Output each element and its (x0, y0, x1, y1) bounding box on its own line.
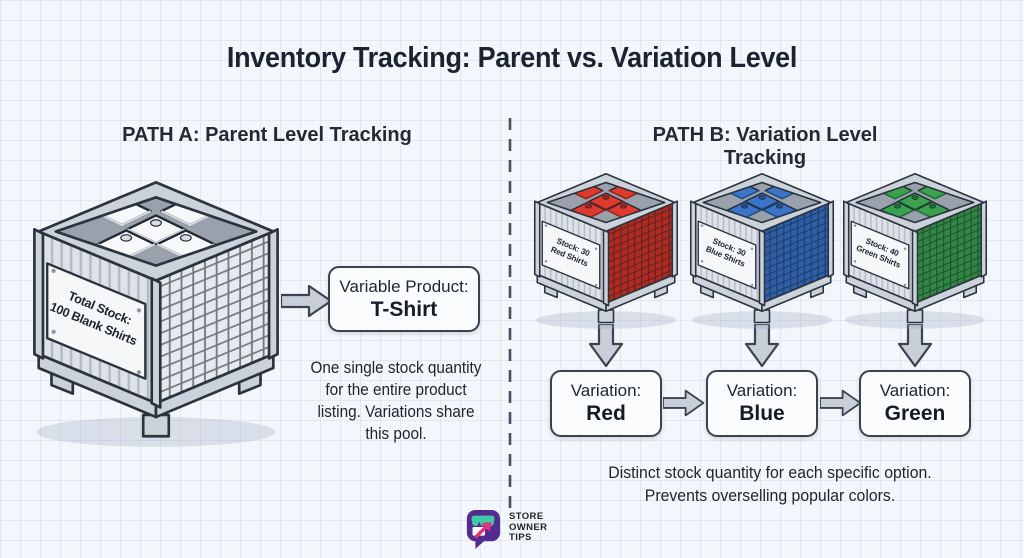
crate-post (150, 277, 162, 409)
folded-shirt (126, 214, 186, 245)
footer-logo: STORE OWNER TIPS (464, 506, 547, 550)
arrow-right-icon (820, 389, 862, 417)
crate-post (533, 200, 541, 278)
description-line: Prevents overselling popular colors. (644, 486, 896, 505)
page-title: Inventory Tracking: Parent vs. Variation… (226, 42, 798, 74)
store-owner-tips-logo-icon (466, 509, 501, 549)
sign-screw (700, 260, 704, 263)
path-a-description: One single stock quantity for the entire… (306, 357, 486, 445)
crate-illustration: Total Stock: 100 Blank Shirts (33, 181, 279, 447)
stock-sign (850, 220, 910, 290)
folded-shirt (588, 192, 624, 211)
crate-rim (37, 181, 275, 282)
variation-box-label: Variation: (879, 381, 951, 400)
sign-screw (544, 260, 548, 263)
description-line: for the entire product (325, 380, 467, 399)
path-b-description: Distinct stock quantity for each specifi… (538, 461, 1003, 507)
crate-post (33, 227, 45, 360)
sign-screw (750, 283, 754, 287)
crate-post (911, 229, 919, 307)
variation-box-green: Variation: Green (859, 370, 971, 437)
arrow-down-icon (588, 324, 624, 368)
variable-product-box: Variable Product: T-Shirt (328, 266, 480, 332)
description-line: this pool. (365, 424, 427, 443)
crate-post (980, 200, 988, 278)
product-box-label: Variable Product: (339, 276, 469, 296)
crate-illustration: Stock: 30 Blue Shirts (689, 172, 835, 329)
variation-box-label: Variation: (726, 381, 798, 400)
arrow-right-icon (281, 284, 333, 318)
sign-screw (853, 260, 857, 263)
footer-logo-text: STORE OWNER TIPS (509, 512, 547, 544)
sign-screw (750, 247, 754, 250)
description-line: Distinct stock quantity for each specifi… (608, 463, 932, 482)
crate-post (602, 229, 610, 307)
description-line: One single stock quantity (310, 358, 482, 377)
logo-text-line: STORE (509, 511, 544, 523)
sign-screw (51, 329, 56, 334)
sign-screw (903, 283, 907, 287)
crate-rim (845, 172, 985, 233)
stock-sign (541, 220, 601, 290)
stock-sign (46, 262, 147, 380)
sign-screw (544, 224, 548, 227)
folded-shirt (744, 192, 780, 211)
crate-illustration: Stock: 40 Green Shirts (842, 172, 988, 329)
crate-illustration: Stock: 30 Red Shirts (533, 172, 679, 329)
stock-sign (697, 220, 757, 290)
variation-box-value: Red (586, 402, 626, 425)
path-a-header: PATH A: Parent Level Tracking (122, 124, 412, 146)
crate-green-stock: Stock: 40 Green Shirts (840, 170, 990, 334)
variation-box-value: Blue (739, 402, 785, 425)
dashed-divider (508, 118, 512, 510)
description-line: listing. Variations share (317, 402, 475, 421)
crate-blue-stock: Stock: 30 Blue Shirts (687, 170, 837, 334)
logo-arrow (474, 525, 488, 539)
crate-parent-stock: Total Stock: 100 Blank Shirts (28, 176, 284, 455)
variation-box-blue: Variation: Blue (706, 370, 818, 437)
crate-post (267, 227, 279, 360)
sign-screw (136, 308, 142, 313)
sign-screw (51, 268, 56, 274)
logo-awning-scallop (472, 519, 479, 527)
sign-screw (700, 224, 704, 227)
arrow-right-icon (663, 389, 705, 417)
crate-rail (914, 273, 985, 313)
variation-box-label: Variation: (570, 381, 642, 400)
crate-rail (154, 352, 275, 419)
variation-box-value: Green (884, 402, 946, 425)
sign-screw (136, 370, 142, 375)
logo-text-line: TIPS (509, 532, 532, 544)
crate-post (671, 200, 679, 278)
variation-box-red: Variation: Red (550, 370, 662, 437)
sign-screw (594, 247, 598, 250)
path-b-header: PATH B: Variation Level Tracking (652, 124, 878, 169)
crate-post (827, 200, 835, 278)
arrow-down-icon (744, 324, 780, 368)
crate-post (842, 200, 850, 278)
sign-screw (903, 247, 907, 250)
crate-rail (605, 273, 676, 313)
folded-shirt (897, 192, 933, 211)
product-box-value: T-Shirt (370, 297, 438, 321)
crate-red-stock: Stock: 30 Red Shirts (531, 170, 681, 334)
logo-text-line: OWNER (509, 521, 548, 533)
crate-rail (761, 273, 832, 313)
sign-screw (594, 283, 598, 287)
crate-post (758, 229, 766, 307)
crate-post (689, 200, 697, 278)
sign-screw (853, 224, 857, 227)
logo-arrow-head (481, 522, 492, 532)
arrow-down-icon (897, 324, 933, 368)
